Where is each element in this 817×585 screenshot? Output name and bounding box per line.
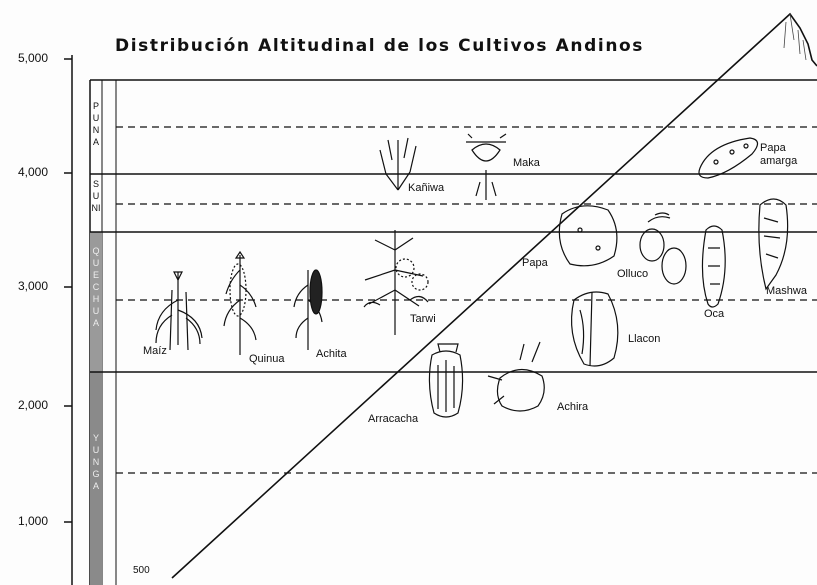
kaniwa-plant [379, 137, 417, 191]
maiz-plant [155, 271, 203, 351]
label-maiz: Maíz [143, 345, 167, 357]
y-label-2000: 2,000 [18, 398, 49, 412]
label-arracacha: Arracacha [368, 413, 419, 425]
mashwa-tuber [758, 198, 789, 291]
arracacha-root [428, 343, 464, 418]
y-label-3000: 3,000 [18, 279, 49, 293]
label-quinua: Quinua [249, 353, 285, 365]
llacon-tuber [570, 291, 619, 367]
zone-puna: PUNA [92, 101, 100, 147]
label-maka: Maka [513, 157, 540, 169]
achira-root [487, 341, 545, 412]
papa-amarga-tuber [698, 137, 759, 179]
label-mashwa: Mashwa [766, 285, 807, 297]
achita-plant [293, 269, 323, 350]
oca-tuber [701, 225, 726, 308]
mountain-slope [171, 12, 817, 579]
quinua-plant [223, 250, 257, 355]
quechua-shade [90, 232, 102, 372]
label-kaniwa: Kañiwa [408, 182, 445, 194]
label-tarwi: Tarwi [410, 313, 436, 325]
maka-plant [466, 133, 507, 200]
label-achira: Achira [557, 401, 589, 413]
label-papa-amarga: Papa amarga [760, 142, 798, 167]
olluco-tuber [639, 212, 687, 285]
zone-quechua: QUECHUA [92, 246, 100, 328]
snow-peak [783, 13, 807, 61]
tarwi-plant [363, 230, 429, 335]
base-altitude-label: 500 [133, 565, 150, 576]
zone-suni: SUNI [91, 179, 101, 213]
label-achita: Achita [316, 348, 347, 360]
label-oca: Oca [704, 308, 725, 320]
label-papa: Papa [522, 257, 548, 269]
label-llacon: Llacon [628, 333, 661, 345]
diagram-title: Distribución Altitudinal de los Cultivos… [115, 36, 645, 56]
y-label-1000: 1,000 [18, 514, 49, 528]
zone-yunga: YUNGA [92, 433, 100, 491]
y-label-4000: 4,000 [18, 165, 49, 179]
papa-tuber [558, 205, 618, 267]
y-label-5000: 5,000 [18, 51, 49, 65]
yunga-shade [90, 372, 102, 585]
label-olluco: Olluco [617, 268, 649, 280]
